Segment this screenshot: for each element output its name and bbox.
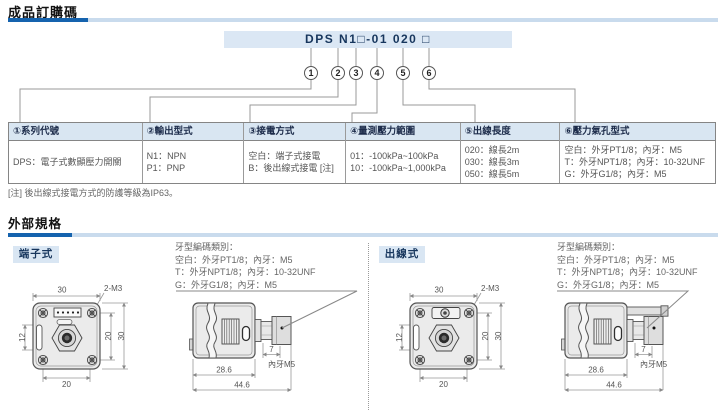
thread-note-line: T：外牙NPT1/8；內牙：10-32UNF bbox=[175, 267, 316, 278]
thread-note-title: 牙型編碼類別： bbox=[557, 242, 621, 252]
table-column-pressure-range: ④量測壓力範圍 01：-100kPa~100kPa 10：-100kPa~1,0… bbox=[345, 123, 460, 183]
terminal-side-view-diagram: 7 內牙M5 28.6 44.6 bbox=[189, 302, 296, 392]
leader-dot bbox=[652, 326, 656, 330]
rear-cable bbox=[626, 305, 669, 317]
thread-note-line: T：外牙NPT1/8；內牙：10-32UNF bbox=[557, 267, 698, 278]
code-position-marker-5: 5 bbox=[396, 66, 410, 80]
dim-width: 30 bbox=[58, 286, 67, 295]
column-cell: 空白：外牙PT1/8；內牙：M5 T：外牙NPT1/8；內牙：10-32UNF … bbox=[560, 141, 715, 183]
code-position-marker-4: 4 bbox=[370, 66, 384, 80]
thread-code-note-left: 牙型編碼類別： 空白：外牙PT1/8；內牙：M5 T：外牙NPT1/8；內牙：1… bbox=[175, 241, 316, 292]
dim-pitch-v: 20 bbox=[481, 331, 490, 340]
dim-width: 30 bbox=[435, 286, 444, 295]
dim-body-depth: 28.6 bbox=[588, 366, 604, 375]
thread-note-line: 空白：外牙PT1/8；內牙：M5 bbox=[175, 254, 293, 265]
section-divider-dotted bbox=[368, 243, 369, 410]
table-column-wiring-type: ③接電方式 空白：端子式接電 B：後出線式接電 [注] bbox=[243, 123, 346, 183]
pressure-port-boss bbox=[428, 324, 460, 352]
terminal-type-label: 端子式 bbox=[13, 246, 59, 263]
ordering-code-table: ①系列代號 DPS：電子式數顯壓力開關 ②輸出型式 N1：NPN P1：PNP … bbox=[8, 122, 716, 184]
cell-line: DPS：電子式數顯壓力開關 bbox=[13, 157, 122, 167]
footnote: [注] 後出線式接電方式的防護等級為IP63。 bbox=[8, 188, 179, 198]
dim-pitch-h: 20 bbox=[62, 380, 71, 389]
dim-thread-len: 7 bbox=[641, 345, 646, 354]
column-cell: DPS：電子式數顯壓力開關 bbox=[9, 141, 142, 183]
cell-line: 10：-100kPa~1,000kPa bbox=[350, 163, 446, 173]
section-title-external-spec: 外部規格 bbox=[8, 217, 63, 231]
mounting-slot bbox=[413, 324, 420, 351]
table-column-output-type: ②輸出型式 N1：NPN P1：PNP bbox=[141, 123, 244, 183]
dim-height: 30 bbox=[117, 331, 126, 340]
cell-line: 空白：端子式接電 bbox=[248, 151, 321, 161]
dim-port-label: 內牙M5 bbox=[268, 360, 296, 369]
cell-line: G：外牙G1/8；內牙：M5 bbox=[564, 169, 667, 179]
wire-type-label: 出線式 bbox=[379, 246, 425, 263]
mounting-slot bbox=[36, 324, 43, 351]
wire-front-view-diagram: 30 2-M3 20 30 20 12 bbox=[395, 284, 505, 389]
table-column-port-thread-type: ⑥壓力氣孔型式 空白：外牙PT1/8；內牙：M5 T：外牙NPT1/8；內牙：1… bbox=[559, 123, 716, 183]
code-position-marker-6: 6 bbox=[422, 66, 436, 80]
column-cell: 01：-100kPa~100kPa 10：-100kPa~1,000kPa bbox=[346, 141, 460, 183]
ordering-code-banner: DPS N1□-01 020 □ bbox=[224, 31, 512, 48]
dim-slot: 12 bbox=[395, 333, 404, 342]
thread-note-title: 牙型編碼類別： bbox=[175, 242, 239, 252]
cell-line: 020：線長2m bbox=[464, 145, 520, 155]
column-cell: 空白：端子式接電 B：後出線式接電 [注] bbox=[244, 141, 345, 183]
port-shaft bbox=[254, 316, 292, 345]
cell-line: P1：PNP bbox=[146, 163, 186, 173]
cell-line: 01：-100kPa~100kPa bbox=[350, 151, 439, 161]
dim-pitch-v: 20 bbox=[104, 331, 113, 340]
table-column-series: ①系列代號 DPS：電子式數顯壓力開關 bbox=[9, 123, 142, 183]
dim-pitch-h: 20 bbox=[439, 380, 448, 389]
thread-note-line: 空白：外牙PT1/8；內牙：M5 bbox=[557, 254, 675, 265]
cell-line: 空白：外牙PT1/8；內牙：M5 bbox=[564, 145, 682, 155]
cell-line: 050：線長5m bbox=[464, 169, 520, 179]
dim-total-depth: 44.6 bbox=[234, 381, 250, 390]
wire-side-view-diagram: 7 內牙M5 28.6 44.6 bbox=[561, 302, 669, 392]
code-position-marker-2: 2 bbox=[331, 66, 345, 80]
cable-gland-front bbox=[431, 307, 461, 319]
column-header: ②輸出型式 bbox=[142, 123, 244, 141]
dim-screw: 2-M3 bbox=[104, 284, 123, 293]
column-header: ③接電方式 bbox=[244, 123, 346, 141]
pressure-port-boss bbox=[51, 324, 83, 352]
cell-line: T：外牙NPT1/8；內牙：10-32UNF bbox=[564, 157, 705, 167]
cell-line: N1：NPN bbox=[146, 151, 187, 161]
mounting-screws bbox=[414, 307, 475, 366]
section-title-ordering-code: 成品訂購碼 bbox=[8, 5, 79, 20]
column-header: ⑤出線長度 bbox=[460, 123, 560, 141]
port-shaft bbox=[626, 316, 664, 345]
table-column-cable-length: ⑤出線長度 020：線長2m 030：線長3m 050：線長5m bbox=[459, 123, 560, 183]
column-header: ⑥壓力氣孔型式 bbox=[560, 123, 716, 141]
thread-code-note-right: 牙型編碼類別： 空白：外牙PT1/8；內牙：M5 T：外牙NPT1/8；內牙：1… bbox=[557, 241, 698, 292]
code-position-marker-1: 1 bbox=[304, 66, 318, 80]
dim-screw: 2-M3 bbox=[481, 284, 500, 293]
dim-slot: 12 bbox=[18, 333, 27, 342]
leader-dot bbox=[280, 326, 284, 330]
column-cell: 020：線長2m 030：線長3m 050：線長5m bbox=[461, 141, 560, 183]
column-cell: N1：NPN P1：PNP bbox=[143, 141, 244, 183]
cell-line: 030：線長3m bbox=[464, 157, 520, 167]
column-header: ①系列代號 bbox=[9, 123, 142, 141]
dim-thread-len: 7 bbox=[269, 345, 274, 354]
dim-port-label: 內牙M5 bbox=[640, 360, 668, 369]
terminal-front-view-diagram: 30 2-M3 20 30 20 12 bbox=[18, 284, 128, 389]
column-header: ④量測壓力範圍 bbox=[346, 123, 460, 141]
mounting-screws bbox=[37, 307, 98, 366]
section-divider-bar bbox=[8, 233, 718, 237]
dim-body-depth: 28.6 bbox=[216, 366, 232, 375]
section-divider-bar bbox=[8, 18, 718, 22]
thread-note-line: G：外牙G1/8；內牙：M5 bbox=[557, 280, 660, 291]
code-position-marker-3: 3 bbox=[349, 66, 363, 80]
dim-total-depth: 44.6 bbox=[606, 381, 622, 390]
dim-height: 30 bbox=[494, 331, 503, 340]
cell-line: B：後出線式接電 [注] bbox=[248, 163, 334, 173]
thread-note-line: G：外牙G1/8；內牙：M5 bbox=[175, 280, 278, 291]
